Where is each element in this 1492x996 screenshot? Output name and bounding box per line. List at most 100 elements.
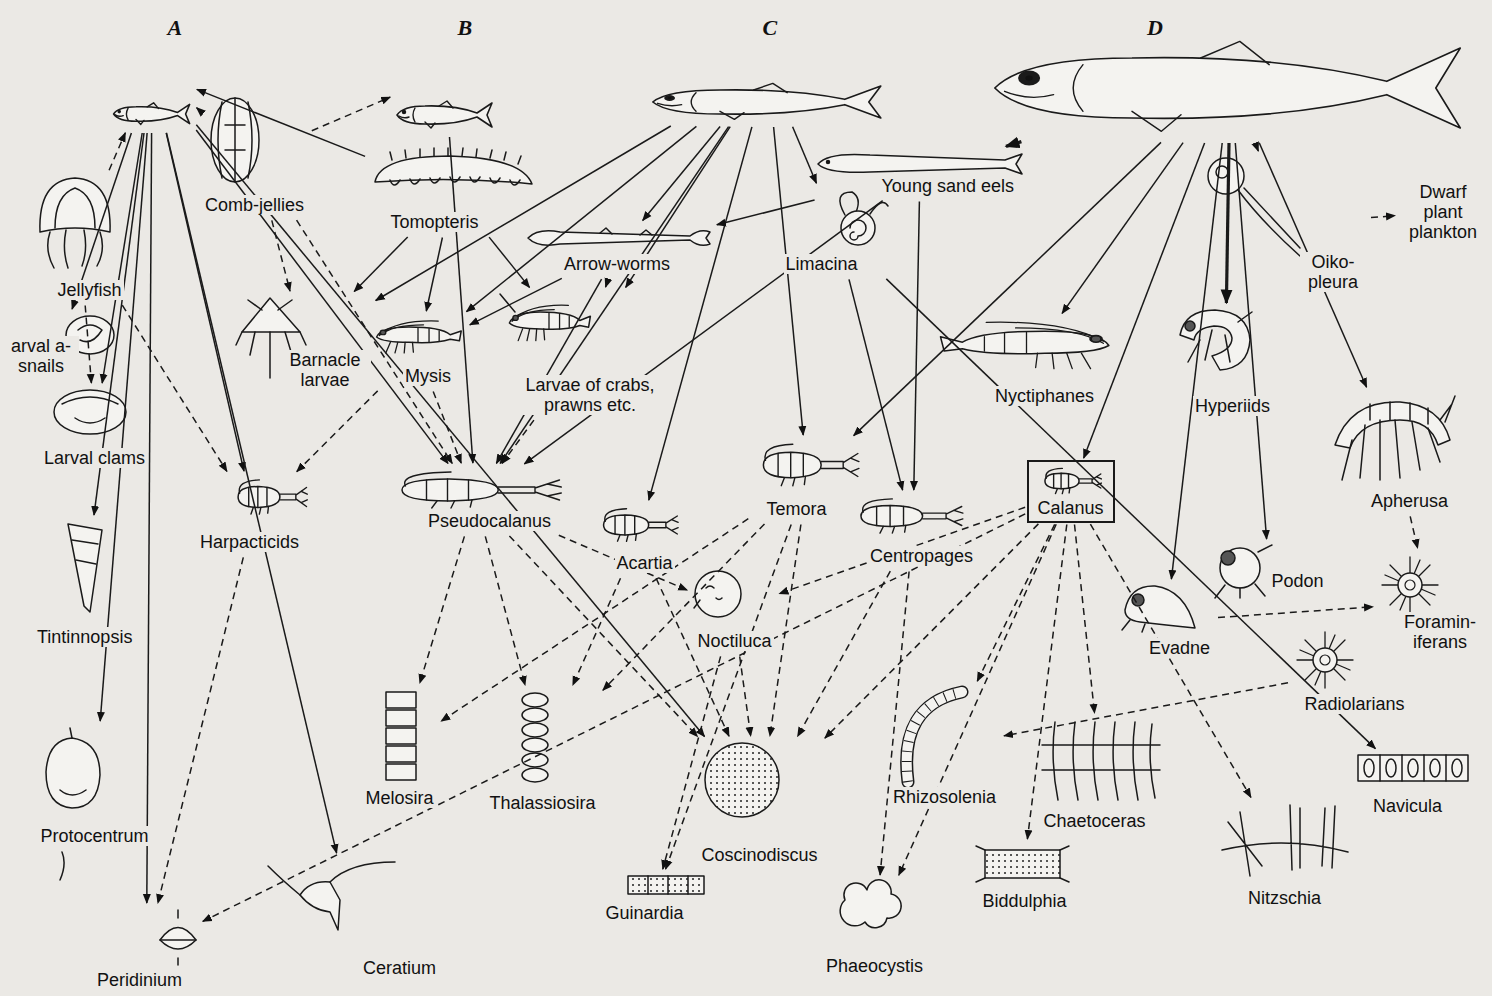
plankton-illustration-part xyxy=(268,862,395,895)
organism-label: Coscinodiscus xyxy=(700,845,820,865)
column-letter: C xyxy=(761,15,780,41)
organism-label: Dwarf plant plankton xyxy=(1400,182,1486,242)
food-link xyxy=(606,279,609,287)
organism-label: Oiko- pleura xyxy=(1300,252,1366,292)
plankton-illustration-part xyxy=(72,540,98,564)
food-link xyxy=(1255,143,1258,151)
organism: Harpacticids xyxy=(195,473,313,556)
organism: Chaetoceras xyxy=(1037,715,1165,835)
food-link xyxy=(1090,524,1251,797)
food-link xyxy=(312,97,390,131)
food-link xyxy=(122,305,227,471)
food-link xyxy=(1171,143,1222,579)
herring-stage: D xyxy=(982,12,1478,141)
food-link xyxy=(643,127,720,221)
organism: arval a-snails xyxy=(0,311,120,380)
organism: Centropages xyxy=(847,492,979,570)
organism: Protocentrum xyxy=(36,723,155,850)
organism: Nitzschia xyxy=(1217,799,1353,912)
plankton-illustration-part xyxy=(1221,551,1235,565)
plankton-illustration-part xyxy=(522,693,548,707)
plankton-illustration-part xyxy=(1364,759,1374,777)
organism-label: Peridinium xyxy=(95,970,184,990)
plankton-illustration-part xyxy=(705,743,779,817)
plankton-illustration-part xyxy=(522,738,548,752)
organism: Comb-jellies xyxy=(200,92,310,219)
plankton-illustration-part xyxy=(1053,722,1155,800)
plankton-illustration-part xyxy=(976,846,1069,882)
plankton-illustration-part xyxy=(827,161,830,164)
food-link xyxy=(1062,143,1183,314)
organism: Noctiluca xyxy=(689,565,778,655)
organism: Mysis xyxy=(367,313,468,390)
plankton-illustration-part xyxy=(386,728,416,744)
organism-label: Protocentrum xyxy=(39,826,151,846)
plankton-illustration-part xyxy=(377,321,462,353)
organism-label: Foramin- iferans xyxy=(1397,612,1483,652)
organism-label: Temora xyxy=(765,499,829,519)
organism-label: arval a-snails xyxy=(3,336,79,376)
food-link xyxy=(485,536,525,685)
food-link xyxy=(196,130,448,463)
plankton-illustration-part xyxy=(1342,396,1455,480)
food-link xyxy=(85,306,91,384)
food-link xyxy=(109,133,125,170)
plankton-illustration-part xyxy=(48,230,103,268)
plankton-illustration-part xyxy=(1220,548,1260,588)
plankton-illustration-part xyxy=(1380,755,1446,781)
organism: Oiko- pleura xyxy=(1203,153,1369,296)
food-link xyxy=(1371,216,1395,218)
plankton-illustration-part xyxy=(78,325,102,342)
herring-stage: C xyxy=(645,12,891,125)
food-link xyxy=(774,127,804,435)
organism: Biddulphia xyxy=(971,841,1074,915)
plankton-illustration-part xyxy=(160,910,196,965)
plankton-illustration-part xyxy=(1215,545,1272,598)
organism: Apherusa xyxy=(1330,389,1460,515)
food-link xyxy=(649,127,752,500)
organism-label: Limacina xyxy=(784,254,860,274)
plankton-illustration-part xyxy=(386,692,416,708)
food-link xyxy=(197,89,365,156)
food-link xyxy=(158,557,243,903)
food-link xyxy=(297,391,378,472)
plankton-illustration-part xyxy=(375,156,532,184)
herring-stage: B xyxy=(392,12,498,135)
organism-label: Melosira xyxy=(364,788,436,808)
plankton-illustration-part xyxy=(861,499,963,533)
organism-label: Jellyfish xyxy=(56,280,124,300)
organism: Hyperiids xyxy=(1175,305,1276,420)
organism-label: Apherusa xyxy=(1369,491,1450,511)
plankton-illustration-part xyxy=(528,231,710,246)
plankton-illustration-part xyxy=(1452,759,1462,777)
organism-label: Nitzschia xyxy=(1246,888,1323,908)
organism: Young sand eels xyxy=(812,147,1028,200)
food-link xyxy=(977,524,1054,681)
plankton-illustration-part xyxy=(160,928,196,950)
plankton-illustration-part xyxy=(218,98,252,182)
food-link xyxy=(880,572,909,876)
organism-label: Thalassiosira xyxy=(488,793,598,813)
food-link xyxy=(502,420,534,463)
food-link xyxy=(420,536,465,683)
organism: Radiolarians xyxy=(1290,625,1411,718)
organism: Navicula xyxy=(1353,750,1473,820)
food-link xyxy=(450,137,473,463)
food-link xyxy=(354,237,408,292)
organism-label: Centropages xyxy=(868,546,975,566)
food-link xyxy=(663,656,721,869)
food-link xyxy=(1218,607,1373,618)
plankton-illustration-part xyxy=(604,509,679,541)
food-link xyxy=(524,201,882,464)
food-link xyxy=(496,279,601,463)
organism: Acartia xyxy=(592,502,684,577)
organism: Tintinnopsis xyxy=(32,517,138,651)
food-link xyxy=(102,133,142,383)
plankton-illustration-part xyxy=(402,472,561,508)
plankton-illustration-part xyxy=(60,728,86,880)
plankton-illustration-part xyxy=(907,692,962,782)
organism-label: Radiolarians xyxy=(1303,694,1407,714)
food-link xyxy=(559,535,687,590)
organism-label: Evadne xyxy=(1147,638,1212,658)
